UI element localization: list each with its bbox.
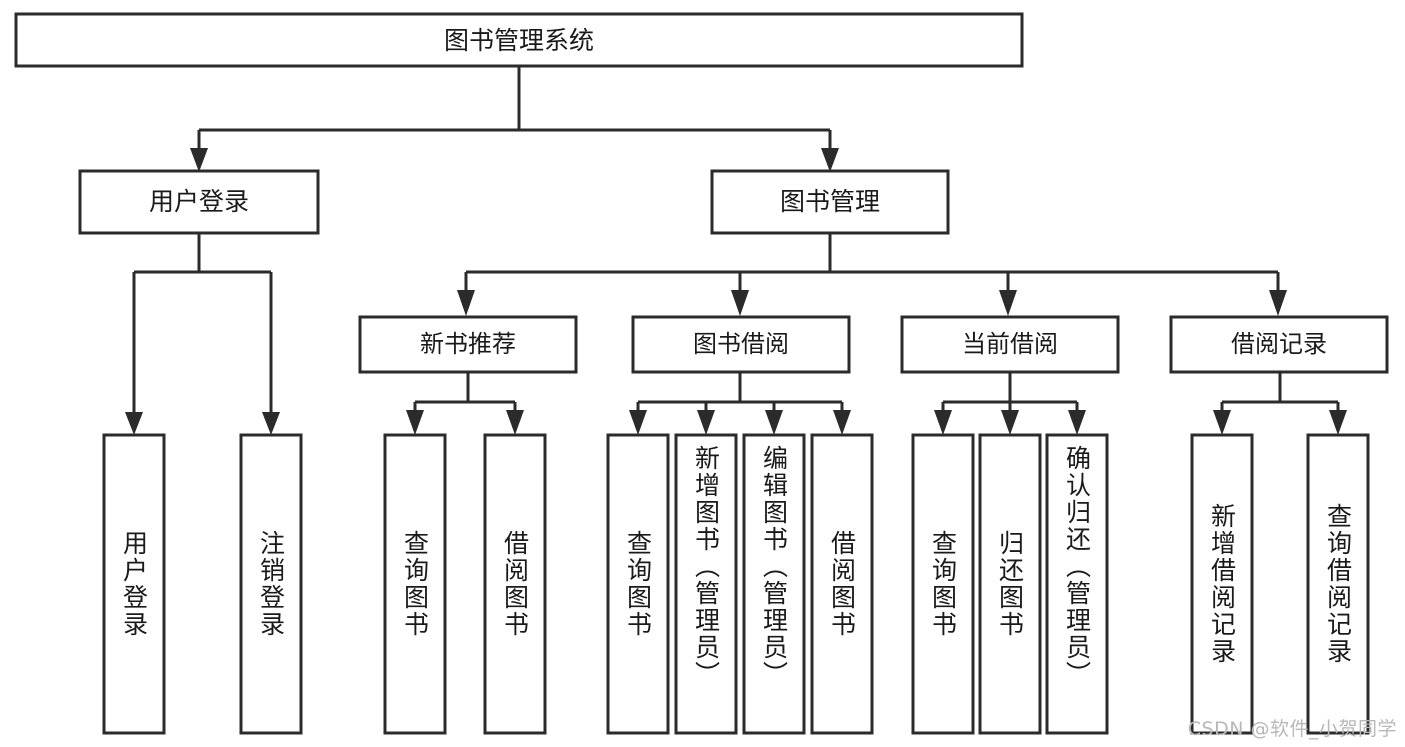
arrow-root-to-book-mgmt <box>821 148 839 172</box>
watermark-text: CSDN @软件_小贺同学 <box>1187 718 1397 740</box>
arrow-current-borrow-leaf-3 <box>1068 410 1086 435</box>
leaf-box-book-borrow-1[interactable] <box>674 433 738 735</box>
node-root-label: 图书管理系统 <box>444 26 594 55</box>
arrow-new-book-leaf-1 <box>406 410 424 435</box>
leaf-box-new-book-1[interactable] <box>483 433 547 735</box>
leaf-box-user-login-1[interactable] <box>239 433 303 735</box>
arrow-book-borrow-leaf-4 <box>833 410 851 435</box>
arrow-book-borrow-leaf-2 <box>697 410 715 435</box>
node-current-borrow-box[interactable] <box>900 315 1120 374</box>
leaf-box-current-borrow-1[interactable] <box>978 433 1042 735</box>
connector-group-root <box>190 65 839 172</box>
node-root-box[interactable] <box>14 12 1024 68</box>
leaf-box-new-book-0[interactable] <box>383 433 447 735</box>
node-book-borrow-label: 图书借阅 <box>693 330 789 358</box>
node-book-borrow-box[interactable] <box>631 315 851 374</box>
connector-group-book-mgmt <box>457 233 1287 316</box>
arrow-to-new-book <box>457 290 475 316</box>
arrow-book-borrow-leaf-1 <box>629 410 647 435</box>
node-new-book-box[interactable] <box>358 315 578 374</box>
leaf-box-borrow-record-1[interactable] <box>1306 433 1370 735</box>
arrow-to-book-borrow <box>731 290 749 316</box>
leaf-box-book-borrow-3[interactable] <box>810 433 874 735</box>
leaf-box-borrow-record-0[interactable] <box>1190 433 1254 735</box>
connector-group-new-book <box>406 372 524 435</box>
arrow-book-borrow-leaf-3 <box>765 410 783 435</box>
node-user-login-box[interactable] <box>78 169 320 235</box>
arrow-borrow-record-leaf-1 <box>1213 410 1231 435</box>
node-book-mgmt-box[interactable] <box>710 169 950 235</box>
arrow-to-leaf-logout <box>262 412 280 435</box>
node-book-mgmt-label: 图书管理 <box>780 187 880 216</box>
node-new-book-label: 新书推荐 <box>420 330 516 358</box>
arrow-to-leaf-user-login <box>125 412 143 435</box>
leaf-box-user-login-0[interactable] <box>102 433 166 735</box>
arrow-current-borrow-leaf-2 <box>1001 410 1019 435</box>
leaf-box-book-borrow-0[interactable] <box>606 433 670 735</box>
node-current-borrow-label: 当前借阅 <box>962 330 1058 358</box>
arrow-borrow-record-leaf-2 <box>1329 410 1347 435</box>
leaf-box-book-borrow-2[interactable] <box>742 433 806 735</box>
arrow-new-book-leaf-2 <box>506 410 524 435</box>
connector-group-user-login <box>125 233 280 435</box>
arrow-to-borrow-record <box>1269 290 1287 316</box>
arrow-to-current-borrow <box>999 290 1017 316</box>
connector-group-current-borrow <box>934 372 1086 435</box>
leaf-box-current-borrow-0[interactable] <box>911 433 975 735</box>
arrow-current-borrow-leaf-1 <box>934 410 952 435</box>
node-borrow-record-label: 借阅记录 <box>1231 330 1327 358</box>
arrow-root-to-user-login <box>190 148 208 172</box>
node-borrow-record-box[interactable] <box>1169 315 1389 374</box>
node-user-login-label: 用户登录 <box>149 187 249 216</box>
connector-group-book-borrow <box>629 372 851 435</box>
leaf-box-current-borrow-2[interactable] <box>1045 433 1109 735</box>
connector-group-borrow-record <box>1213 372 1347 435</box>
